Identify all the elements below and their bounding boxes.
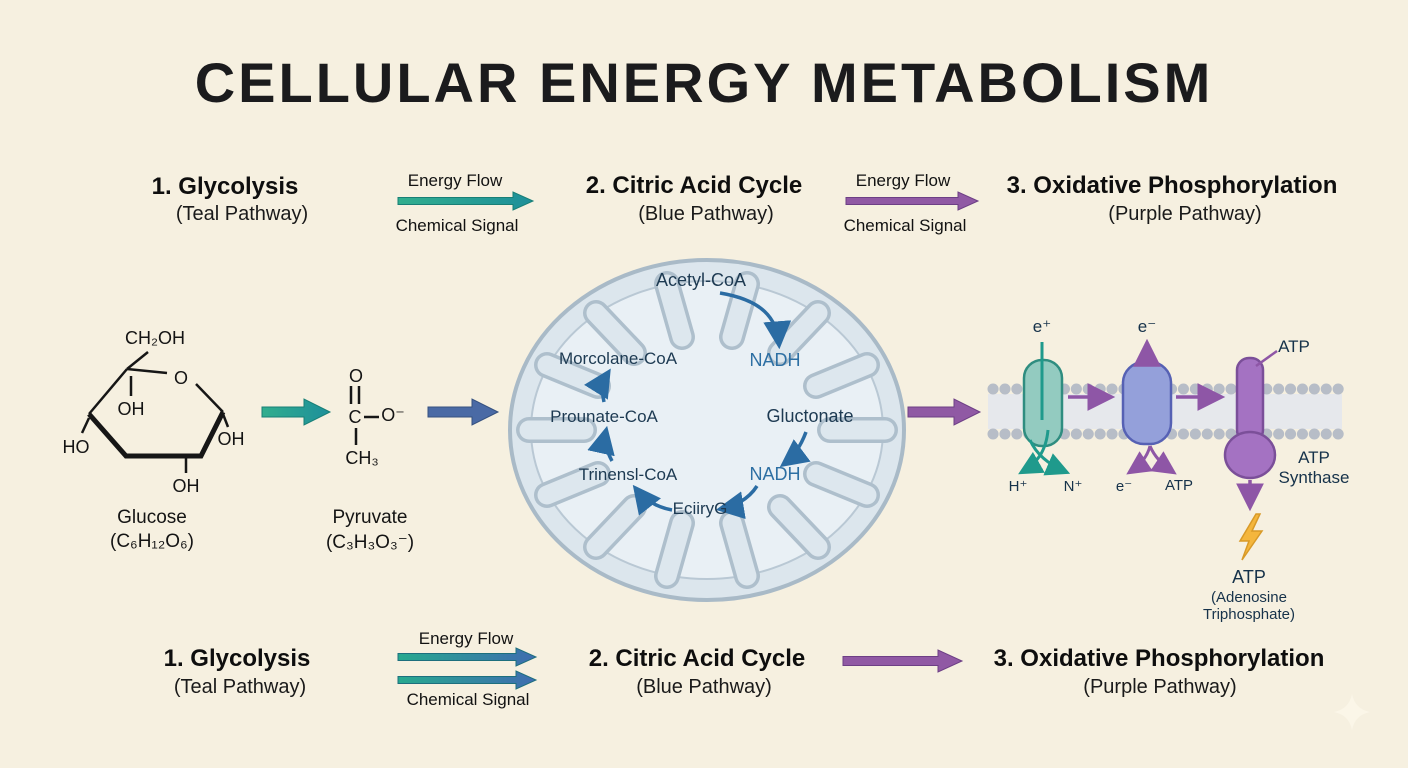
legend-bottom-step3-title: 3. Oxidative Phosphorylation <box>993 645 1325 672</box>
glucose-ch2oh-label: CH₂OH <box>125 328 185 348</box>
etc-arrows <box>1018 338 1278 512</box>
legend-top-signal1-label: Chemical Signal <box>395 216 519 235</box>
legend-bottom-step1-subtitle: (Teal Pathway) <box>173 676 307 698</box>
pyruvate-to-mitochondrion-arrow <box>427 398 500 426</box>
cycle-gluctonate-label: Gluctonate <box>766 406 854 426</box>
legend-top-step2-title: 2. Citric Acid Cycle <box>585 172 803 199</box>
legend-top-flow1-label: Energy Flow <box>407 171 503 190</box>
pyruvate-name: Pyruvate <box>332 507 408 528</box>
glycolysis-arrow <box>261 398 332 426</box>
complex-2-blue <box>1121 360 1173 446</box>
atp-synthase-shape <box>1223 356 1277 480</box>
glucose-oh-inner-label: OH <box>117 399 145 419</box>
legend-top-flow2-label: Energy Flow <box>855 171 951 190</box>
cycle-trinensl-label: Trinensl-CoA <box>578 465 678 484</box>
etc-atp-fullname-label: (Adenosine Triphosphate) <box>1203 589 1295 623</box>
pyruvate-c-label: C <box>348 407 362 427</box>
glucose-name: Glucose <box>117 507 187 528</box>
legend-top-step2-subtitle: (Blue Pathway) <box>638 203 774 225</box>
page-title: CELLULAR ENERGY METABOLISM <box>194 51 1214 114</box>
glucose-ring-o-label: O <box>173 368 189 388</box>
legend-top-step3-title: 3. Oxidative Phosphorylation <box>1006 172 1338 199</box>
legend-bottom-signal-label: Chemical Signal <box>406 690 530 709</box>
legend-top-energy-arrow-teal <box>397 191 535 211</box>
legend-bottom-purple-arrow <box>842 649 964 673</box>
cycle-acetyl-coa-label: Acetyl-CoA <box>655 270 747 290</box>
pyruvate-o-top-label: O <box>348 366 364 386</box>
etc-atp-top-label: ATP <box>1278 337 1310 356</box>
glucose-ho-left-label: HO <box>62 437 90 457</box>
pyruvate-formula: (C₃H₃O₃⁻) <box>325 532 415 553</box>
mitochondrion-shape <box>508 258 906 602</box>
etc-atp-bottom-label: ATP <box>1164 477 1194 494</box>
legend-bottom-step3-subtitle: (Purple Pathway) <box>1083 676 1237 698</box>
mitochondrion-to-membrane-arrow <box>907 398 982 426</box>
citric-cycle-arrows <box>584 291 811 520</box>
legend-bottom-energy-arrow <box>397 647 538 690</box>
lightning-icon <box>1238 513 1264 561</box>
legend-bottom-step1-title: 1. Glycolysis <box>163 645 311 672</box>
cycle-prounate-label: Prounate-CoA <box>550 407 658 426</box>
glucose-oh-right-label: OH <box>217 429 245 449</box>
etc-atp-synthase-label: ATP Synthase <box>1278 448 1350 487</box>
glucose-oh-bottom-label: OH <box>172 476 200 496</box>
legend-top-energy-arrow-purple <box>845 191 980 211</box>
cycle-morcolane-label: Morcolane-CoA <box>558 349 678 368</box>
etc-n-plus-label: N⁺ <box>1063 478 1083 495</box>
pyruvate-ch3-label: CH₃ <box>345 448 379 468</box>
glucose-structure <box>80 351 230 473</box>
etc-e-minus-bottom-label: e⁻ <box>1115 478 1133 495</box>
etc-h-plus-label: H⁺ <box>1008 478 1028 495</box>
legend-top-step1-subtitle: (Teal Pathway) <box>175 203 309 225</box>
legend-top-signal2-label: Chemical Signal <box>843 216 967 235</box>
legend-bottom-flow-label: Energy Flow <box>418 629 514 648</box>
sparkle-icon <box>1334 694 1370 730</box>
cycle-nadh-top-label: NADH <box>749 350 801 370</box>
etc-e-plus-label: e⁺ <box>1032 317 1052 336</box>
glucose-formula: (C₆H₁₂O₆) <box>110 531 194 552</box>
pyruvate-structure <box>349 386 379 445</box>
legend-bottom-step2-subtitle: (Blue Pathway) <box>636 676 772 698</box>
etc-atp-product-label: ATP <box>1232 567 1266 587</box>
legend-bottom-step2-title: 2. Citric Acid Cycle <box>588 645 806 672</box>
cycle-eciiryg-label: EciiryG <box>672 499 728 518</box>
legend-top-step1-title: 1. Glycolysis <box>151 173 299 200</box>
legend-top-step3-subtitle: (Purple Pathway) <box>1108 203 1262 225</box>
cycle-nadh-bottom-label: NADH <box>749 464 801 484</box>
etc-e-minus-top-label: e⁻ <box>1137 317 1157 336</box>
pyruvate-o-minus-label: O⁻ <box>381 405 405 425</box>
